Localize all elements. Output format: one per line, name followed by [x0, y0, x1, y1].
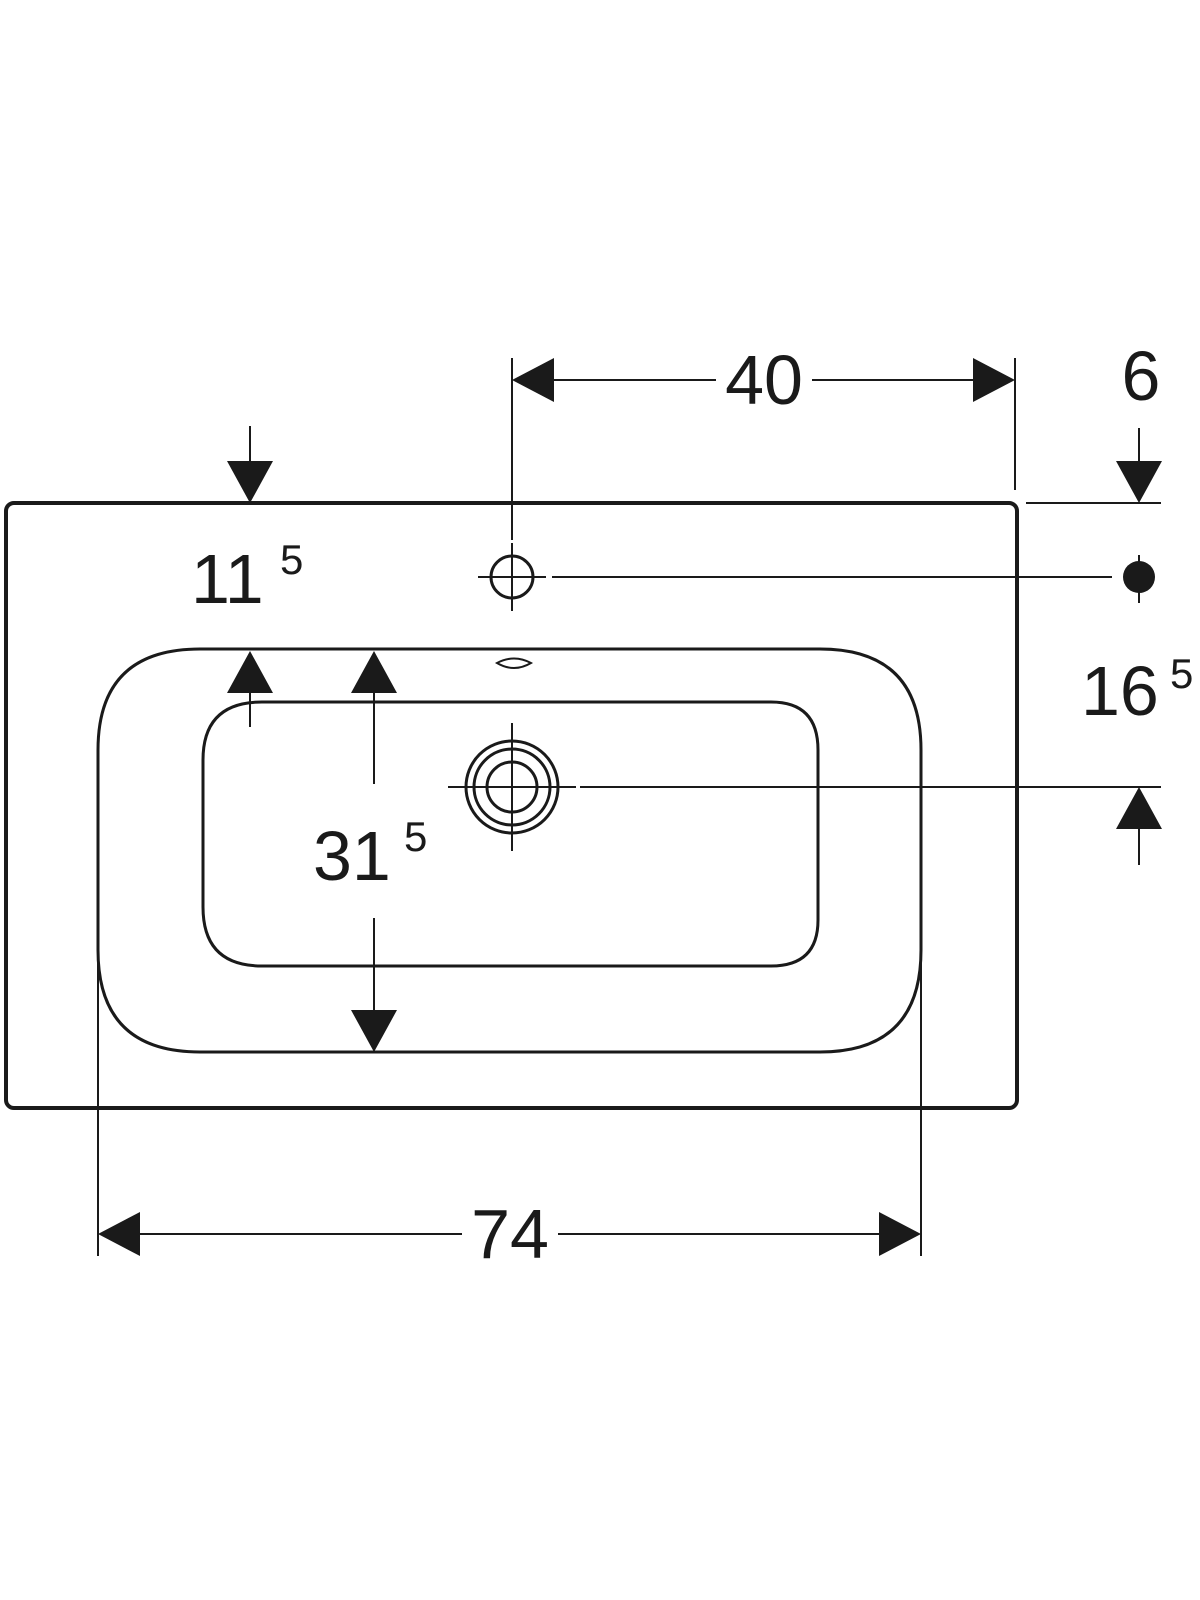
- bowl-inner-edge: [201, 700, 820, 968]
- dimension-74: 74: [97, 950, 922, 1273]
- drain-hole: [448, 723, 576, 851]
- arrow-up: [227, 651, 273, 693]
- dim-label-16-sup: 5: [1170, 650, 1193, 697]
- dimension-31-5: 31 5: [313, 651, 427, 1052]
- arrow-down: [227, 461, 273, 503]
- arrow-right: [973, 358, 1015, 402]
- arrow-up: [1116, 787, 1162, 829]
- arrow-up: [351, 651, 397, 693]
- tap-hole: [478, 543, 546, 611]
- dimension-11-5: 11 5: [191, 426, 303, 727]
- dim-label-16: 16: [1081, 652, 1159, 730]
- dimension-6: 6: [552, 337, 1162, 603]
- dimension-16-5: 16 5: [580, 650, 1193, 865]
- arrow-left: [512, 358, 554, 402]
- arrow-right: [879, 1212, 921, 1256]
- dim-label-11: 11: [191, 540, 264, 618]
- dim-label-31: 31: [313, 817, 391, 895]
- arrow-left: [98, 1212, 140, 1256]
- bowl-outer-edge: [96, 647, 923, 1054]
- dim-label-31-sup: 5: [404, 813, 427, 860]
- arrow-down: [351, 1010, 397, 1052]
- dimension-40: 40: [511, 341, 1016, 540]
- dim-label-40: 40: [725, 341, 803, 419]
- dim-label-74: 74: [471, 1195, 549, 1273]
- arrow-down: [1116, 461, 1162, 503]
- dim-label-6: 6: [1122, 337, 1161, 415]
- overflow-slot: [494, 657, 534, 669]
- dim-label-11-sup: 5: [280, 536, 303, 583]
